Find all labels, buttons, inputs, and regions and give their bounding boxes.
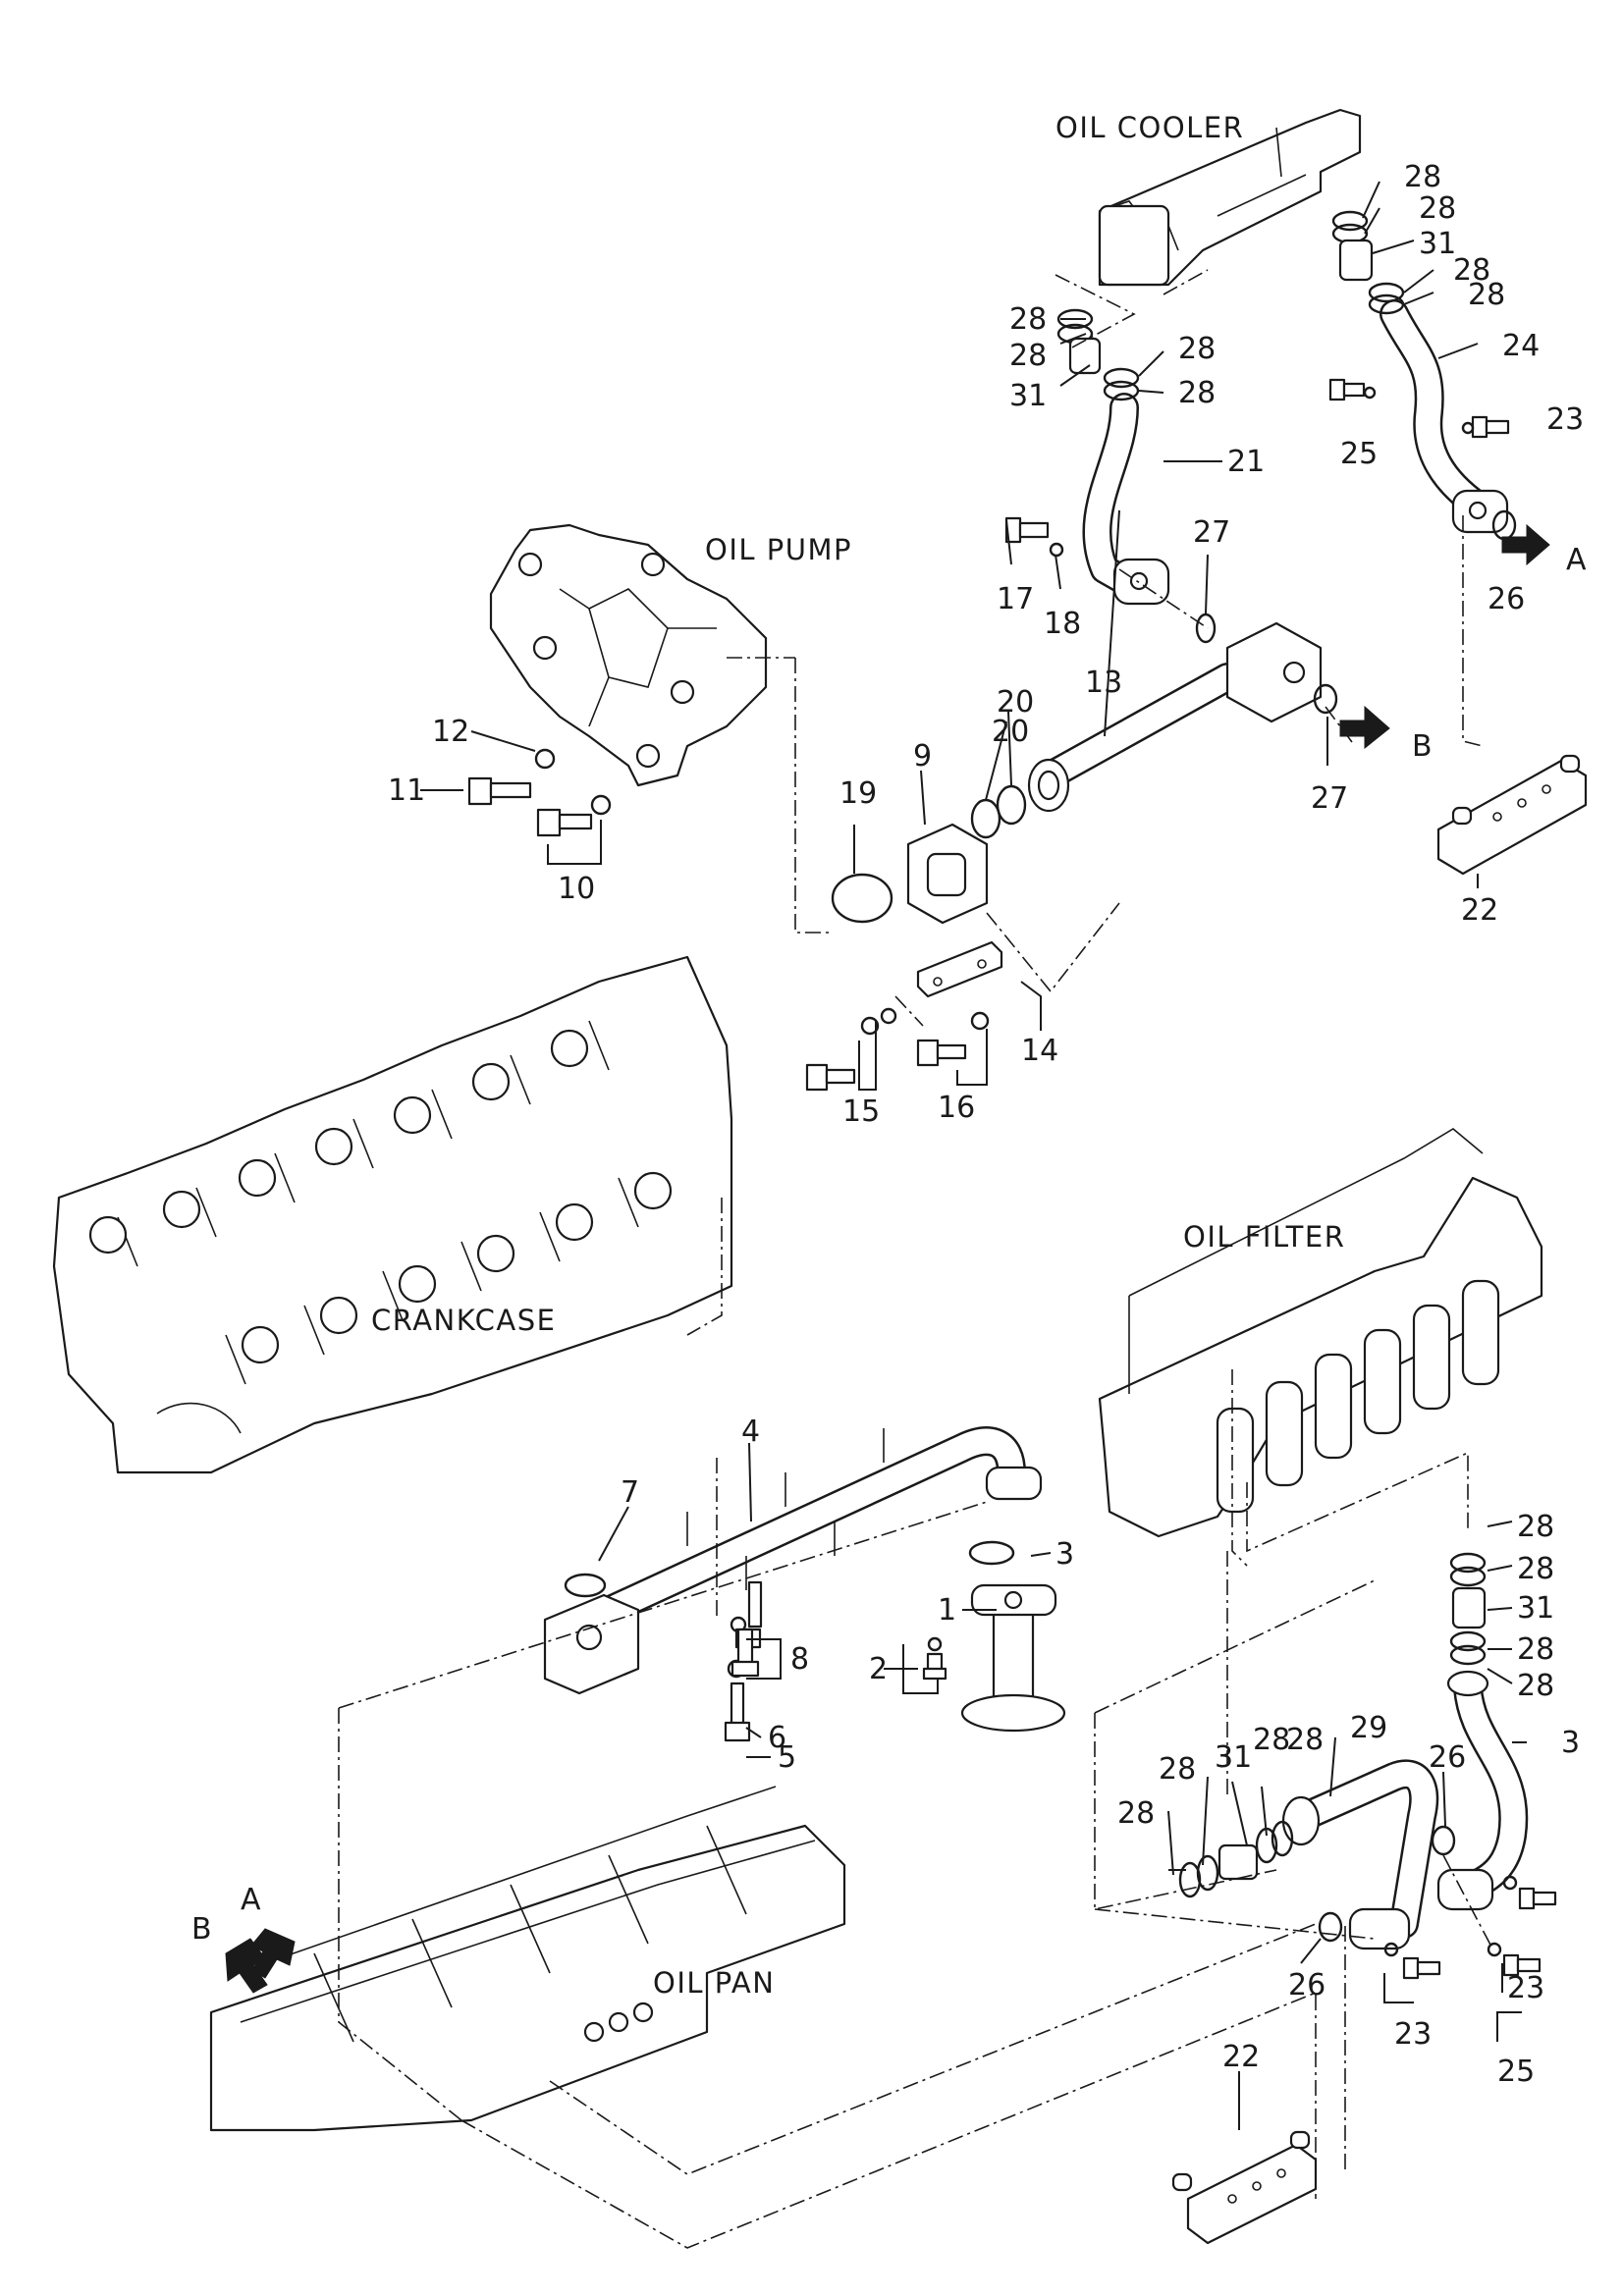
arrow-a-label-upper: A (1566, 543, 1587, 577)
callout-17: 17 (997, 582, 1034, 616)
callout-31: 31 (1419, 227, 1456, 261)
callout-2: 2 (869, 1652, 888, 1686)
callout-19: 19 (839, 776, 877, 811)
callout-10: 10 (558, 872, 595, 906)
callout-22: 22 (1461, 893, 1498, 928)
callout-3: 3 (1561, 1726, 1580, 1760)
oil-pan-assembly (209, 1786, 846, 2132)
callout-25: 25 (1497, 2055, 1535, 2089)
callout-28: 28 (1286, 1723, 1324, 1757)
arrow-b-label-upper: B (1412, 729, 1433, 764)
callout-25: 25 (1340, 437, 1378, 471)
o-rings (564, 210, 1517, 1943)
oil-pump-label: OIL PUMP (705, 533, 852, 566)
callout-7: 7 (621, 1475, 639, 1510)
callout-28: 28 (1159, 1752, 1196, 1787)
oil-filter-assembly (1098, 1128, 1543, 1538)
callout-16: 16 (938, 1091, 975, 1125)
chain-lines (338, 269, 1493, 2249)
crankcase-assembly (52, 955, 733, 1474)
pipe-24 (1380, 299, 1509, 534)
callout-28: 28 (1517, 1510, 1554, 1544)
callout-15: 15 (842, 1095, 880, 1129)
oil-cooler-assembly (1098, 108, 1362, 287)
callout-28: 28 (1178, 332, 1216, 366)
pipe-3-lower (1436, 1670, 1529, 1911)
callout-14: 14 (1021, 1034, 1058, 1068)
callout-6: 6 (768, 1721, 786, 1755)
pipe-21 (1082, 393, 1170, 606)
pipe-29 (1281, 1759, 1439, 1950)
callout-28: 28 (1253, 1723, 1290, 1757)
callout-28: 28 (1117, 1796, 1155, 1831)
oil-pan-label: OIL PAN (653, 1966, 775, 2000)
callout-13: 13 (1085, 666, 1122, 700)
callout-31: 31 (1215, 1740, 1252, 1775)
oil-pump-assembly (489, 523, 768, 787)
callout-28: 28 (1517, 1669, 1554, 1703)
callout-28: 28 (1178, 376, 1216, 410)
bracket-14 (916, 940, 1003, 998)
callout-12: 12 (432, 715, 469, 749)
callout-18: 18 (1044, 607, 1081, 641)
callout-28: 28 (1404, 160, 1441, 194)
callout-11: 11 (388, 774, 425, 808)
flange-9 (906, 823, 989, 925)
callout-28: 28 (1419, 191, 1456, 226)
callout-26: 26 (1429, 1740, 1466, 1775)
callout-20: 20 (992, 715, 1029, 749)
arrow-b-label-lower: B (191, 1912, 212, 1947)
callout-31: 31 (1517, 1591, 1554, 1626)
callout-28: 28 (1468, 278, 1505, 312)
arrow-a-label-lower: A (241, 1883, 261, 1917)
pipe-13 (1027, 621, 1323, 813)
callout-24: 24 (1502, 329, 1540, 363)
callout-21: 21 (1227, 445, 1265, 479)
callout-9: 9 (913, 739, 932, 774)
callout-8: 8 (790, 1642, 809, 1677)
callout-28: 28 (1517, 1632, 1554, 1667)
callout-28: 28 (1009, 302, 1047, 337)
leader-lines (420, 181, 1527, 2130)
callout-22: 22 (1222, 2040, 1260, 2074)
callout-26: 26 (1288, 1968, 1325, 2002)
bolts (467, 378, 1557, 1980)
callout-26: 26 (1488, 582, 1525, 616)
pipe-1 (960, 1583, 1066, 1733)
bracket-22-upper (1436, 754, 1588, 876)
callout-23: 23 (1507, 1971, 1544, 2005)
callout-20: 20 (997, 685, 1034, 720)
callout-31: 31 (1009, 379, 1047, 413)
callout-5: 5 (778, 1740, 796, 1775)
callout-28: 28 (1517, 1552, 1554, 1586)
callout-4: 4 (741, 1415, 760, 1449)
bracket-22-lower (1171, 2130, 1318, 2245)
crankcase-label: CRANKCASE (371, 1304, 557, 1337)
callout-27: 27 (1311, 781, 1348, 816)
callout-23: 23 (1394, 2017, 1432, 2052)
callout-28: 28 (1453, 253, 1490, 288)
callout-29: 29 (1350, 1711, 1387, 1745)
oil-cooler-label: OIL COOLER (1055, 111, 1244, 144)
callout-3: 3 (1055, 1537, 1074, 1572)
callout-28: 28 (1009, 339, 1047, 373)
oil-filter-label: OIL FILTER (1183, 1220, 1345, 1254)
callout-27: 27 (1193, 515, 1230, 550)
callout-1: 1 (938, 1593, 956, 1628)
callout-23: 23 (1546, 402, 1584, 437)
arrow-icon (225, 523, 1550, 1994)
